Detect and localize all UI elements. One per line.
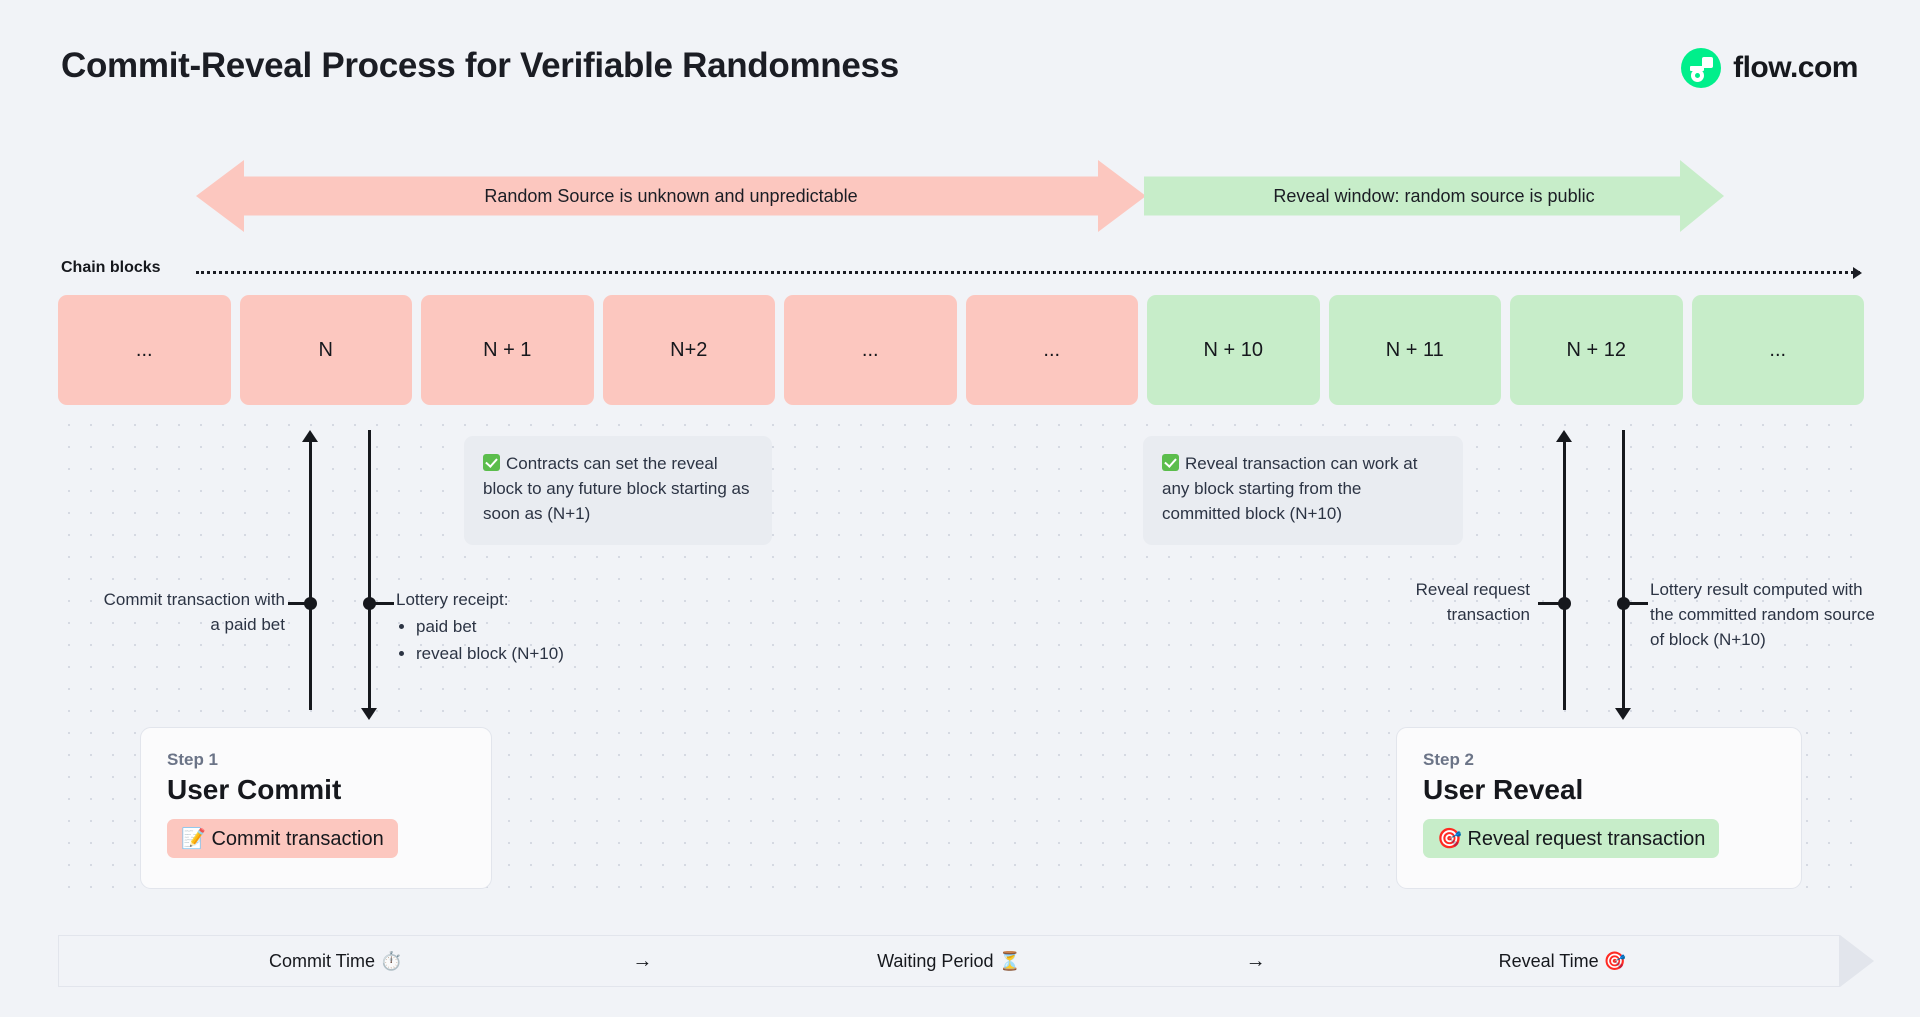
chain-block-label: N+2 xyxy=(670,338,708,361)
phase-arrows: Random Source is unknown and unpredictab… xyxy=(0,160,1920,232)
chain-blocks-row: ... N N + 1 N+2 ... ... N + 10 N + 11 N … xyxy=(58,295,1864,405)
memo-icon: 📝 xyxy=(181,828,206,850)
receipt-arrow-down-icon xyxy=(361,708,377,720)
phase-arrow-reveal-window: Reveal window: random source is public xyxy=(1144,160,1724,232)
step-pill-label: Commit transaction xyxy=(211,828,384,850)
chain-block[interactable]: ... xyxy=(1691,295,1864,405)
chain-block-label: ... xyxy=(861,338,879,361)
annotation-commit-transaction: Commit transaction with a paid bet xyxy=(103,590,285,634)
chain-block[interactable]: ... xyxy=(965,295,1138,405)
annotation-lottery-receipt: Lottery receipt: paid bet reveal block (… xyxy=(396,588,696,667)
chain-block-label: N xyxy=(318,338,333,361)
chain-block-label: N + 12 xyxy=(1566,338,1626,361)
chain-block[interactable]: N + 12 xyxy=(1510,295,1683,405)
chain-block-label: N + 1 xyxy=(483,338,532,361)
target-icon: 🎯 xyxy=(1437,828,1462,850)
timeline-arrow-1-icon: → xyxy=(632,949,653,972)
chain-block-label: ... xyxy=(1043,338,1061,361)
lottery-receipt-title: Lottery receipt: xyxy=(396,590,509,609)
chain-block[interactable]: N + 1 xyxy=(421,295,594,405)
chain-block-label: ... xyxy=(1769,338,1787,361)
check-icon xyxy=(1162,454,1179,471)
annotation-lottery-result: Lottery result computed with the committ… xyxy=(1650,580,1875,649)
step-title: User Reveal xyxy=(1423,774,1584,805)
phase-arrow-reveal-window-label: Reveal window: random source is public xyxy=(1273,185,1595,206)
bottom-timeline: Commit Time ⏱️ → Waiting Period ⏳ → Reve… xyxy=(58,935,1840,987)
reveal-request-arrow-up-icon xyxy=(1556,430,1572,442)
commit-connector-line xyxy=(309,440,312,710)
chain-blocks-label: Chain blocks xyxy=(61,259,161,276)
brand-name: flow.com xyxy=(1733,51,1858,84)
callout-contracts-reveal-block: Contracts can set the reveal block to an… xyxy=(464,436,772,545)
reveal-request-connector-line xyxy=(1563,440,1566,710)
callout-text: Contracts can set the reveal block to an… xyxy=(483,454,750,523)
flow-logo-icon xyxy=(1681,48,1722,88)
chain-block[interactable]: N+2 xyxy=(602,295,775,405)
page-title: Commit-Reveal Process for Verifiable Ran… xyxy=(61,46,899,85)
chain-timeline-arrow-icon xyxy=(196,267,1862,279)
receipt-connector-line xyxy=(368,430,371,710)
lottery-result-connector-dot xyxy=(1617,597,1630,610)
chain-block-label: ... xyxy=(135,338,153,361)
commit-connector-stub xyxy=(288,602,310,605)
timeline-phase-reveal-time: Reveal Time 🎯 xyxy=(1498,950,1627,971)
header: Commit-Reveal Process for Verifiable Ran… xyxy=(0,0,1920,122)
reveal-request-connector-dot xyxy=(1558,597,1571,610)
timeline-arrow-2-icon: → xyxy=(1245,949,1266,972)
chain-block[interactable]: ... xyxy=(784,295,957,405)
callout-text: Reveal transaction can work at any block… xyxy=(1162,454,1418,523)
reveal-request-connector-stub xyxy=(1538,602,1560,605)
lottery-result-connector-stub xyxy=(1626,602,1648,605)
step-pill-reveal-request-transaction[interactable]: 🎯 Reveal request transaction xyxy=(1423,819,1720,858)
step-pill-commit-transaction[interactable]: 📝 Commit transaction xyxy=(167,819,398,858)
chain-block[interactable]: N + 11 xyxy=(1328,295,1501,405)
list-item: paid bet xyxy=(416,615,696,640)
step-pill-label: Reveal request transaction xyxy=(1467,828,1706,850)
list-item: reveal block (N+10) xyxy=(416,642,696,667)
phase-arrow-unpredictable: Random Source is unknown and unpredictab… xyxy=(196,160,1146,232)
phase-arrow-unpredictable-label: Random Source is unknown and unpredictab… xyxy=(484,185,858,206)
receipt-connector-stub xyxy=(372,602,394,605)
timeline-end-arrow-icon xyxy=(1840,935,1874,987)
receipt-connector-dot xyxy=(363,597,376,610)
lottery-result-arrow-down-icon xyxy=(1615,708,1631,720)
chain-block[interactable]: N xyxy=(239,295,412,405)
lottery-receipt-list: paid bet reveal block (N+10) xyxy=(416,615,696,667)
step-kicker: Step 1 xyxy=(167,750,219,769)
step-card-user-commit[interactable]: Step 1 User Commit 📝 Commit transaction xyxy=(140,727,492,889)
chain-block[interactable]: ... xyxy=(58,295,231,405)
step-card-user-reveal[interactable]: Step 2 User Reveal 🎯 Reveal request tran… xyxy=(1396,727,1802,889)
timeline-phase-waiting-period: Waiting Period ⏳ xyxy=(877,950,1021,971)
chain-block[interactable]: N + 10 xyxy=(1147,295,1320,405)
step-kicker: Step 2 xyxy=(1423,750,1475,769)
lottery-result-connector-line xyxy=(1622,430,1625,710)
check-icon xyxy=(483,454,500,471)
chain-block-label: N + 11 xyxy=(1385,338,1444,361)
commit-arrow-up-icon xyxy=(302,430,318,442)
timeline-phase-commit-time: Commit Time ⏱️ xyxy=(268,950,403,971)
commit-connector-dot xyxy=(304,597,317,610)
callout-reveal-transaction-window: Reveal transaction can work at any block… xyxy=(1143,436,1463,545)
brand-logo: flow.com xyxy=(1681,48,1858,88)
annotation-reveal-request: Reveal request transaction xyxy=(1415,580,1530,624)
step-title: User Commit xyxy=(167,774,342,805)
chain-block-label: N + 10 xyxy=(1203,338,1263,361)
